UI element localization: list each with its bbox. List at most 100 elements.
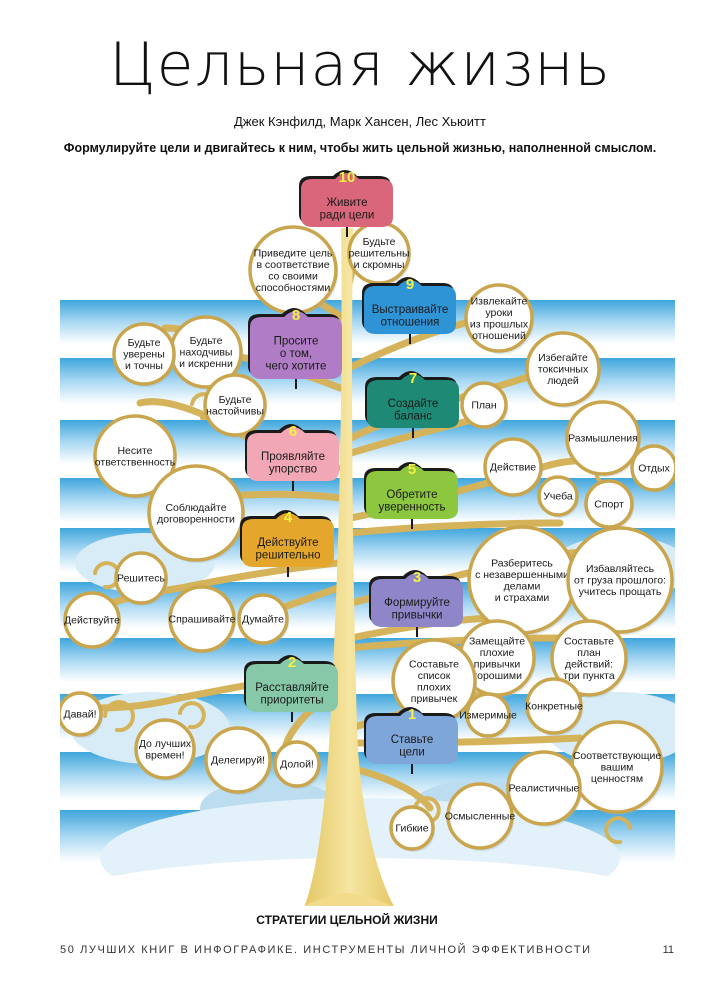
- leaf-text: Составьте: [564, 635, 614, 647]
- leaf-text: времен!: [145, 749, 184, 761]
- leaf-text: уроки: [485, 307, 512, 319]
- leaf-10: Размышления: [565, 400, 641, 477]
- leaf-text: делами: [504, 580, 541, 592]
- principle-text: решительно: [255, 549, 320, 561]
- leaf-text: Размышления: [568, 433, 638, 445]
- leaf-text: Делегируй!: [211, 755, 265, 767]
- leaf-text: людей: [547, 375, 579, 387]
- leaf-text: со своими: [268, 270, 318, 282]
- leaf-21: Думайте: [237, 593, 289, 646]
- leaf-text: ответственность: [95, 456, 176, 468]
- principle-text: упорство: [269, 463, 317, 475]
- principle-text: Формируйте: [384, 597, 450, 609]
- leaf-18: Решитесь: [114, 551, 168, 606]
- principle-text: привычки: [392, 609, 443, 621]
- principle-number: 10: [339, 169, 356, 186]
- principle-number: 4: [284, 509, 293, 526]
- leaf-text: Учеба: [543, 491, 573, 503]
- leaf-text: и искренни: [179, 358, 233, 370]
- leaf-text: решительны: [348, 248, 409, 260]
- leaf-text: в соответствие: [256, 259, 329, 271]
- principle-text: Живите: [326, 197, 367, 209]
- leaf-text: хорошими: [472, 670, 522, 682]
- principle-text: Создайте: [388, 398, 439, 410]
- principle-text: Действуйте: [257, 537, 318, 549]
- leaf-20: Спрашивайте: [168, 585, 236, 654]
- leaf-text: Давай!: [63, 709, 96, 721]
- principle-text: отношения: [381, 316, 440, 328]
- leaf-27: Измеримые: [459, 692, 517, 739]
- leaf-text: из прошлых: [470, 318, 529, 330]
- leaf-text: вашим: [601, 762, 634, 774]
- leaf-text: и страхами: [495, 592, 550, 604]
- leaf-text: договоренности: [157, 513, 235, 525]
- leaf-text: Думайте: [242, 614, 284, 626]
- subtitle: Формулируйте цели и двигайтесь к ним, чт…: [63, 141, 657, 155]
- leaf-29: Делегируй!: [204, 726, 272, 795]
- leaf-text: Разберитесь: [491, 557, 553, 569]
- leaf-text: находчивы: [180, 347, 233, 359]
- footer-text: 50 ЛУЧШИХ КНИГ В ИНФОГРАФИКЕ. ИНСТРУМЕНТ…: [60, 944, 592, 956]
- leaf-text: учитесь прощать: [579, 586, 662, 598]
- strategies-banner-text: СТРАТЕГИИ ЦЕЛЬНОЙ ЖИЗНИ: [256, 912, 438, 927]
- leaf-text: плохих: [417, 681, 452, 693]
- principle-text: цели: [399, 746, 425, 758]
- principle-text: Ставьте: [391, 734, 434, 746]
- leaf-text: Приведите цель: [254, 247, 333, 259]
- leaf-text: До лучших: [139, 738, 192, 750]
- leaf-text: Спрашивайте: [169, 614, 236, 626]
- leaf-text: от груза прошлого:: [574, 575, 666, 587]
- leaf-text: Извлекайте: [471, 295, 528, 307]
- principle-number: 7: [409, 370, 417, 387]
- leaf-text: Будьте: [190, 335, 223, 347]
- leaf-text: Будьте: [363, 236, 396, 248]
- leaf-text: Замещайте: [469, 635, 525, 647]
- leaf-text: уверены: [123, 349, 165, 361]
- leaf-8: План: [460, 381, 508, 430]
- page-title: Цельная жизнь: [109, 30, 611, 100]
- leaf-text: Реалистичные: [509, 783, 580, 795]
- principle-text: Просите: [274, 336, 319, 348]
- leaf-text: Осмысленные: [445, 811, 516, 823]
- principle-text: приоритеты: [261, 694, 324, 706]
- leaf-text: с незавершенными: [475, 569, 569, 581]
- principle-text: Проявляйте: [261, 451, 325, 463]
- leaf-text: Отдых: [638, 463, 670, 475]
- principle-number: 8: [292, 307, 300, 324]
- leaf-34: Гибкие: [389, 805, 435, 852]
- leaf-text: Решитесь: [117, 573, 165, 585]
- leaf-26: Конкретные: [525, 677, 583, 736]
- leaf-30: Долой!: [273, 740, 321, 789]
- leaf-text: ценностям: [591, 773, 643, 785]
- leaf-11: Действие: [483, 437, 543, 498]
- leaf-text: Действуйте: [64, 615, 120, 627]
- principle-number: 6: [289, 423, 297, 440]
- leaf-text: план: [577, 647, 601, 659]
- leaf-25: Давай!: [60, 691, 103, 738]
- leaf-text: Избавляйтесь: [586, 563, 655, 575]
- banner-background: [265, 906, 430, 930]
- leaf-12: Отдых: [630, 444, 675, 493]
- principle-text: уверенность: [378, 501, 445, 513]
- leaf-text: Гибкие: [395, 823, 428, 835]
- leaf-32: Реалистичные: [506, 750, 582, 827]
- leaf-text: Измеримые: [459, 710, 517, 722]
- leaf-text: и скромны: [354, 259, 405, 271]
